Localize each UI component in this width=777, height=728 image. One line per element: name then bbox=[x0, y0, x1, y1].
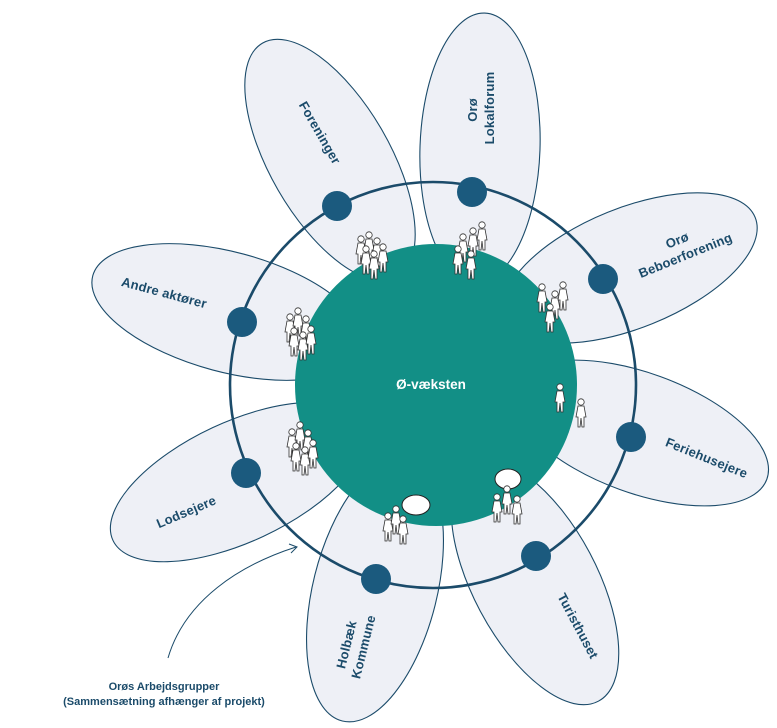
node-beboerforening bbox=[588, 264, 618, 294]
people-holbaek-icon bbox=[382, 494, 431, 545]
ring-nodes bbox=[227, 177, 646, 594]
caption-subtitle: (Sammensætning afhænger af projekt) bbox=[63, 696, 265, 708]
node-lokalforum bbox=[457, 177, 487, 207]
node-holbaek bbox=[361, 564, 391, 594]
people-turisthuset-icon bbox=[491, 468, 523, 525]
arrow-to-ring-icon bbox=[167, 543, 298, 659]
outer-ring bbox=[228, 180, 638, 590]
caption-title: Orøs Arbejdsgrupper bbox=[109, 681, 221, 693]
node-feriehusejere bbox=[616, 422, 646, 452]
petal-label-lokalforum: Orø Lokalforum bbox=[465, 72, 497, 145]
node-foreninger bbox=[322, 191, 352, 221]
center-label: Ø-væksten bbox=[396, 377, 466, 392]
center-circle bbox=[295, 244, 577, 526]
node-turisthuset bbox=[521, 541, 551, 571]
node-andre bbox=[227, 307, 257, 337]
node-lodsejere bbox=[231, 458, 261, 488]
